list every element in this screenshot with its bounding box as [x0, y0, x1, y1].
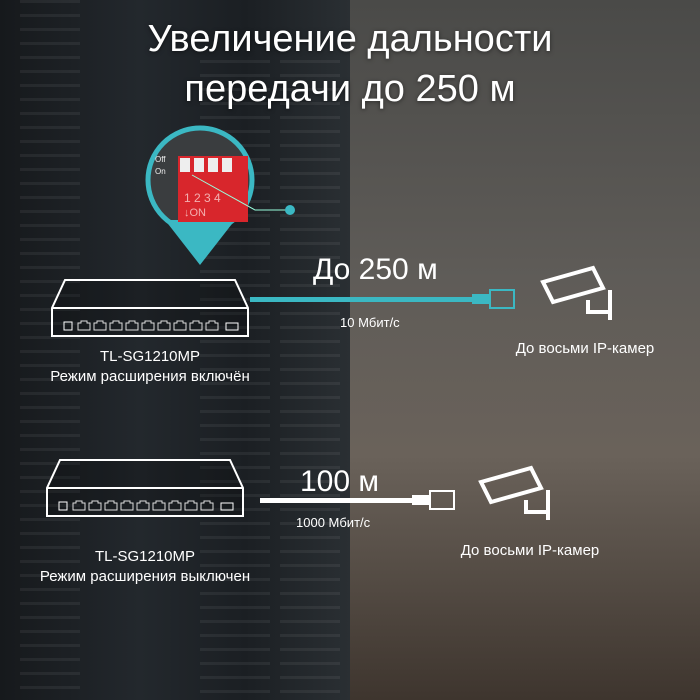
- off-label: Off: [155, 155, 166, 164]
- dip-switch-callout: Off On 1 2 3 4 ↓ON: [145, 125, 295, 265]
- on-text: ↓ON: [184, 207, 206, 219]
- switch-numbers: 1 2 3 4: [184, 191, 221, 205]
- building-background: [350, 0, 700, 700]
- title-line-1: Увеличение дальности: [147, 18, 553, 60]
- rj45-connector-icon: [412, 490, 455, 510]
- cable-standard: [260, 498, 415, 503]
- switch-icon: [51, 279, 249, 337]
- cable-extended: [250, 297, 475, 302]
- rj45-connector-icon: [472, 289, 515, 309]
- cameras-label-top: До восьми IP-камер: [515, 340, 655, 357]
- switch-icon: [46, 459, 244, 517]
- title-line-2: передачи до 250 м: [184, 68, 516, 110]
- camera-icon: [540, 265, 612, 320]
- distance-extended: До 250 м: [313, 253, 438, 286]
- speed-extended: 10 Мбит/с: [340, 315, 400, 330]
- cameras-label-bottom: До восьми IP-камер: [460, 542, 600, 559]
- speed-standard: 1000 Мбит/с: [296, 515, 371, 530]
- on-label: On: [155, 167, 166, 176]
- distance-standard: 100 м: [300, 465, 380, 498]
- camera-icon: [478, 465, 550, 520]
- page-title: Увеличение дальности передачи до 250 м: [0, 14, 700, 114]
- server-room-background: [0, 0, 350, 700]
